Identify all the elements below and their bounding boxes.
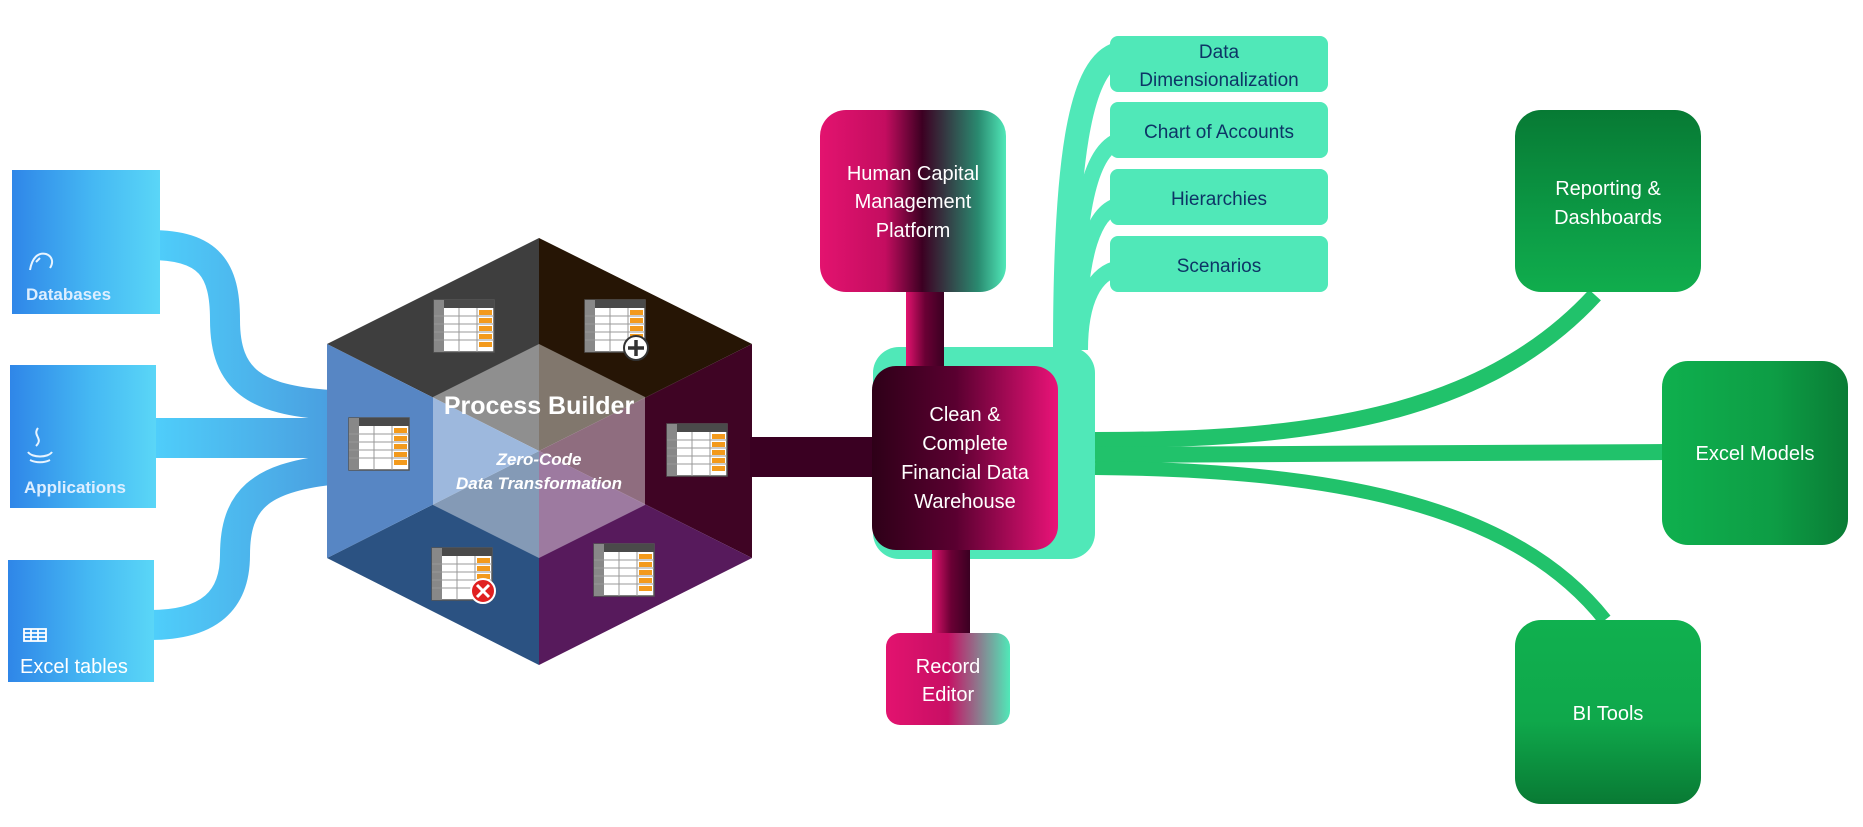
output-reporting-dashboards: Reporting & Dashboards: [1515, 110, 1701, 292]
feature-scenarios: Scenarios: [1110, 236, 1328, 292]
hcm-label-1: Human Capital: [847, 163, 979, 185]
record-editor: Record Editor: [886, 633, 1010, 725]
process-builder-hexagon: Process Builder Zero-Code Data Transform…: [327, 238, 752, 665]
applications-label: Applications: [24, 478, 126, 497]
excel-tables-label: Excel tables: [20, 656, 128, 678]
process-builder-title: Process Builder: [444, 392, 635, 420]
dimensionalization-label-1: Data: [1199, 42, 1240, 63]
feature-data-dimensionalization: Data Dimensionalization: [1110, 36, 1328, 92]
table-icon: [348, 417, 410, 471]
table-delete-icon: [431, 547, 496, 604]
table-add-icon: [584, 299, 649, 361]
hcm-warehouse-connector: [906, 288, 944, 368]
hcm-label-2: Management: [855, 191, 972, 213]
table-grid-icon: [23, 628, 47, 642]
chart-of-accounts-label: Chart of Accounts: [1144, 122, 1294, 143]
reporting-label-1: Reporting &: [1555, 178, 1661, 200]
source-databases: Databases: [12, 170, 160, 314]
output-excel-models: Excel Models: [1662, 361, 1848, 545]
hexagon-warehouse-connector: [750, 437, 880, 477]
table-icon: [433, 299, 495, 353]
output-bi-tools: BI Tools: [1515, 620, 1701, 804]
java-icon: [27, 427, 53, 464]
financial-data-warehouse: Clean & Complete Financial Data Warehous…: [872, 366, 1058, 550]
database-icon: [29, 252, 54, 271]
reporting-label-2: Dashboards: [1554, 207, 1662, 229]
record-editor-connector: [932, 540, 970, 640]
warehouse-label-1: Clean &: [929, 404, 1001, 426]
process-builder-subtitle-2: Data Transformation: [456, 474, 622, 493]
source-connectors: [149, 230, 332, 640]
warehouse-label-3: Financial Data: [901, 462, 1030, 484]
hierarchies-label: Hierarchies: [1171, 189, 1267, 210]
record-editor-label-2: Editor: [922, 684, 975, 706]
scenarios-label: Scenarios: [1177, 256, 1262, 277]
source-excel-tables: Excel tables: [8, 560, 154, 682]
feature-hierarchies: Hierarchies: [1110, 169, 1328, 225]
hcm-platform: Human Capital Management Platform: [820, 110, 1006, 292]
process-builder-subtitle-1: Zero-Code: [496, 450, 582, 469]
feature-chart-of-accounts: Chart of Accounts: [1110, 102, 1328, 158]
record-editor-label-1: Record: [916, 656, 980, 678]
output-connectors: [1094, 289, 1669, 625]
hcm-label-3: Platform: [876, 220, 950, 242]
warehouse-label-4: Warehouse: [914, 491, 1016, 513]
warehouse-label-2: Complete: [922, 433, 1008, 455]
databases-label: Databases: [26, 285, 111, 304]
dimensionalization-label-2: Dimensionalization: [1139, 70, 1298, 91]
table-icon: [593, 543, 655, 597]
excel-models-label: Excel Models: [1696, 443, 1815, 465]
source-applications: Applications: [10, 365, 156, 508]
bi-tools-label: BI Tools: [1573, 703, 1644, 725]
table-icon: [666, 423, 728, 477]
